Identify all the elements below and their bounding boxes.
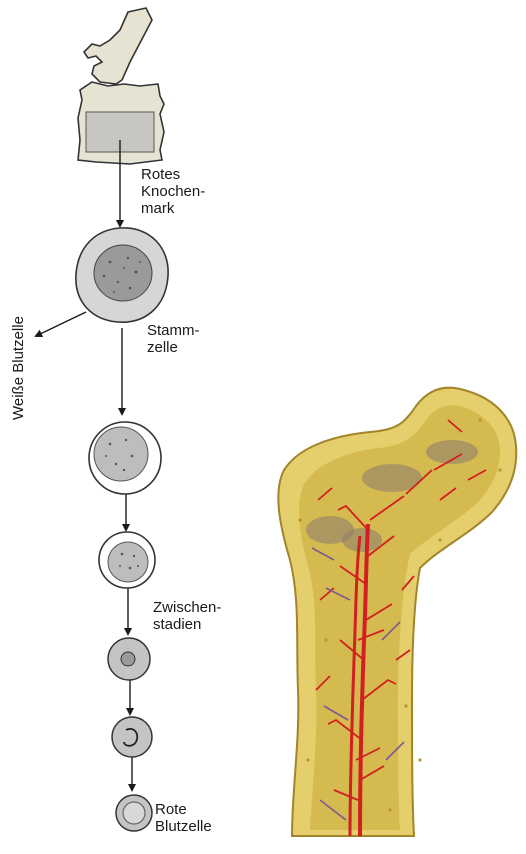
label-stammzelle: Stamm- zelle [147, 322, 200, 356]
label-weisse-blutzelle: Weiße Blutzelle [10, 316, 27, 420]
label-line: zelle [147, 339, 200, 356]
label-rotes-knochenmark: Rotes Knochen- mark [141, 166, 205, 217]
label-line: Zwischen- [153, 599, 221, 616]
label-line: Stamm- [147, 322, 200, 339]
vertebra-bone [78, 8, 164, 164]
femur-illustration [278, 388, 516, 836]
stem-cell [76, 228, 168, 322]
label-zwischenstadien: Zwischen- stadien [153, 599, 221, 633]
label-line: stadien [153, 616, 221, 633]
arrow-stem-to-wbc [36, 312, 86, 336]
label-line: mark [141, 200, 205, 217]
label-rote-blutzelle: Rote Blutzelle [155, 801, 212, 835]
label-line: Knochen- [141, 183, 205, 200]
intermediate-cell-4 [112, 717, 152, 757]
label-line: Blutzelle [155, 818, 212, 835]
intermediate-cell-2 [99, 532, 155, 588]
intermediate-cell-3 [108, 638, 150, 680]
vertebra-process [84, 8, 152, 84]
red-blood-cell [116, 795, 152, 831]
intermediate-cell-1 [89, 422, 161, 494]
label-line: Rotes [141, 166, 205, 183]
label-line: Rote [155, 801, 212, 818]
